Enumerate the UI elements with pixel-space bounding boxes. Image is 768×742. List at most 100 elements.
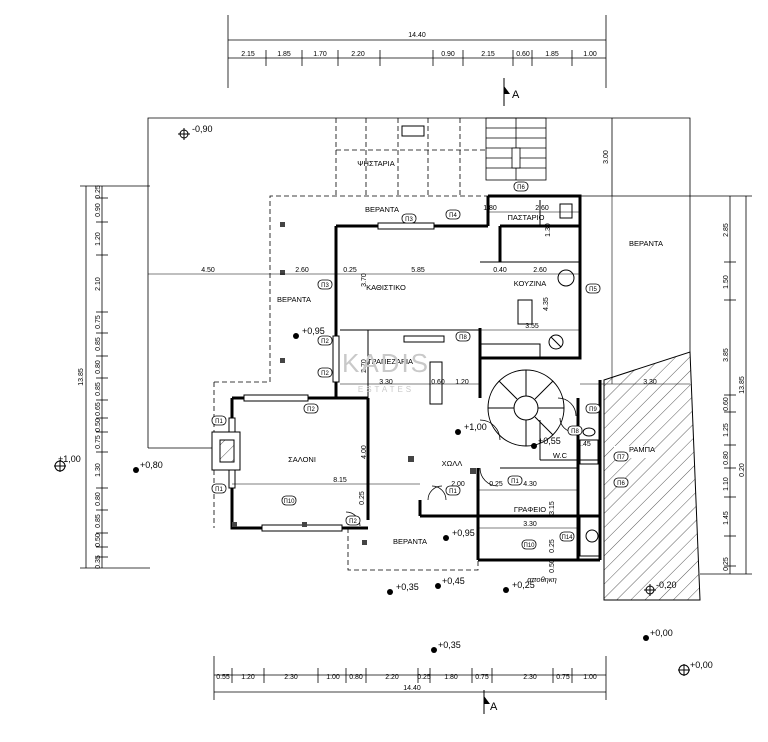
room-stair-entry: ΨΗΣΤΑΡΙΑ: [357, 159, 394, 168]
dim-0-25a: 0.25: [343, 267, 357, 274]
level-marker: +0,00: [643, 628, 673, 641]
svg-text:Π1: Π1: [511, 479, 519, 485]
level-marker: +1,00: [54, 454, 81, 472]
columns: [232, 222, 476, 545]
opening-tag: Π14: [559, 531, 575, 542]
dim-1-45: 1.45: [577, 441, 591, 448]
right-dim-1: 2.85: [723, 223, 730, 237]
svg-text:Π5: Π5: [589, 287, 597, 293]
fireplace: [211, 431, 241, 471]
dim-1-20: 1.20: [455, 379, 469, 386]
right-total-dimension: 13.85: [739, 376, 746, 394]
bottom-segment-labels: 0.55 1.20 2.30 1.00 0.80 2.20 0.25 1.80 …: [216, 674, 597, 681]
dim-2-60b: 2.60: [533, 267, 547, 274]
opening-tag: Π4: [445, 209, 461, 220]
top-dim-2: 1.85: [277, 51, 291, 58]
top-total-dimension: 14.40: [408, 32, 426, 39]
opening-tag: Π1: [211, 415, 227, 426]
svg-text:Π1: Π1: [215, 487, 223, 493]
left-dim-5: 0.75: [95, 315, 102, 329]
dim-2-60c: 2.60: [535, 205, 549, 212]
top-dim-9: 1.00: [583, 51, 597, 58]
svg-text:KADIS: KADIS: [342, 348, 430, 378]
right-dim-3: 3.85: [723, 348, 730, 362]
room-office: ΓΡΑΦΕΙΟ: [514, 505, 546, 514]
section-marker-top: A: [503, 78, 520, 106]
level-marker: +0,35: [431, 640, 461, 653]
dim-5-85: 5.85: [411, 267, 425, 274]
dim-8-15: 8.15: [333, 477, 347, 484]
level-marker: -0,90: [178, 124, 213, 140]
ramp-area: [603, 351, 701, 601]
level-marker: -0,20: [644, 580, 677, 596]
right-dim-6: 0.80: [723, 451, 730, 465]
level-text: +0,80: [140, 460, 163, 470]
room-wc: W.C: [553, 451, 568, 460]
room-labels: ΨΗΣΤΑΡΙΑ ΒΕΡΑΝΤΑ ΠΑΣΤΑΡΙΟ ΒΕΡΑΝΤΑ ΚΑΘΙΣΤ…: [277, 159, 663, 584]
room-veranda-right: ΒΕΡΑΝΤΑ: [629, 239, 663, 248]
room-veranda-bottom: ΒΕΡΑΝΤΑ: [393, 537, 427, 546]
bottom-dim-7: 0.25: [417, 674, 431, 681]
left-dim-7: 0.80: [95, 360, 102, 374]
bottom-dim-6: 2.20: [385, 674, 399, 681]
svg-text:Π8: Π8: [459, 335, 467, 341]
opening-tag: Π1: [211, 483, 227, 494]
left-dim-1: 0.25: [95, 185, 102, 199]
section-marker-bottom: A: [483, 690, 498, 714]
level-text: +0,95: [302, 326, 325, 336]
left-dim-6: 0.85: [95, 337, 102, 351]
site-boundary: [147, 117, 700, 449]
opening-tag: Π6: [513, 181, 529, 192]
right-segment-labels: 2.85 1.50 3.85 0.60 1.25 0.80 1.10 1.45 …: [723, 223, 730, 571]
dim-4-30: 4.30: [523, 481, 537, 488]
bottom-dim-3: 2.30: [284, 674, 298, 681]
level-marker: +0,95: [443, 528, 475, 541]
opening-tag: Π2: [345, 515, 361, 526]
opening-tag: Π8: [455, 331, 471, 342]
svg-text:Π14: Π14: [561, 535, 573, 541]
level-text: +0,35: [438, 640, 461, 650]
right-dim-9: 0.25: [723, 557, 730, 571]
bottom-dim-12: 1.00: [583, 674, 597, 681]
opening-tag: Π3: [317, 279, 333, 290]
dim-0-25d: 0.25: [549, 539, 556, 553]
bottom-dim-8: 1.80: [444, 674, 458, 681]
dim-2-00: 2.00: [451, 481, 465, 488]
right-extra-dimension: 0.20: [739, 463, 746, 477]
dim-2-60a: 2.60: [295, 267, 309, 274]
svg-text:Π2: Π2: [321, 339, 329, 345]
bottom-dim-9: 0.75: [475, 674, 489, 681]
svg-text:Π1: Π1: [449, 489, 457, 495]
svg-text:Π3: Π3: [405, 217, 413, 223]
svg-text:Π10: Π10: [523, 543, 535, 549]
svg-text:Π2: Π2: [307, 407, 315, 413]
svg-text:Π2: Π2: [349, 519, 357, 525]
kitchen-fittings: [479, 203, 575, 359]
dim-0-40: 0.40: [493, 267, 507, 274]
opening-tag: Π2: [303, 403, 319, 414]
left-dim-15: 0.50: [95, 533, 102, 547]
level-text: +1,00: [464, 422, 487, 432]
thin-walls: [340, 200, 600, 469]
left-dim-8: 0.85: [95, 382, 102, 396]
dim-2-70: 2.70: [361, 359, 368, 373]
level-text: -0,20: [656, 580, 677, 590]
top-dim-8: 1.85: [545, 51, 559, 58]
svg-text:ESTATES: ESTATES: [358, 385, 414, 394]
opening-tag: Π1: [507, 475, 523, 486]
opening-tag: Π5: [585, 283, 601, 294]
opening-tag: Π2: [317, 335, 333, 346]
bottom-dimension-chain: [213, 656, 607, 700]
dim-3-30a: 3.30: [379, 379, 393, 386]
top-dim-1: 2.15: [241, 51, 255, 58]
interior-dimension-labels: 4.50 2.60 0.25 5.85 0.40 2.60 1.80 2.60 …: [201, 150, 657, 573]
level-text: +1,00: [58, 454, 81, 464]
bottom-dim-2: 1.20: [241, 674, 255, 681]
level-text: +0,45: [442, 576, 465, 586]
svg-text:Π6: Π6: [617, 481, 625, 487]
top-dim-5: 0.90: [441, 51, 455, 58]
level-marker: +0,35: [387, 582, 419, 595]
left-dim-4: 2.10: [95, 277, 102, 291]
dining-table: [429, 361, 443, 405]
dim-3-70: 3.70: [361, 273, 368, 287]
